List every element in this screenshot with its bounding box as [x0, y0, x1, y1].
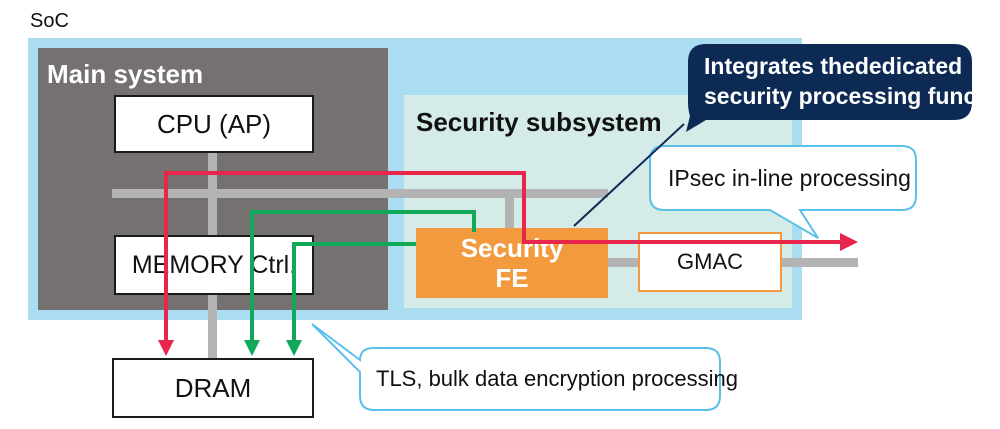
- ipsec-callout: [649, 145, 917, 239]
- red-path: [164, 171, 842, 342]
- red-arrowhead-external: [840, 233, 858, 251]
- ipsec-callout-text: IPsec in-line processing: [668, 165, 911, 191]
- memory-ctrl-block: MEMORY Ctrl.: [114, 235, 314, 295]
- dark-callout-pointer: [573, 123, 685, 227]
- security-fe-label-line1: Security: [460, 233, 564, 263]
- security-subsystem-title: Security subsystem: [416, 107, 662, 137]
- green-arrowhead-2: [286, 340, 302, 356]
- tls-callout-text: TLS, bulk data encryption processing: [376, 366, 738, 391]
- soc-label: SoC: [30, 10, 69, 32]
- integrates-callout-line1: Integrates thededicated: [704, 53, 963, 79]
- green-path-outer: [250, 210, 476, 342]
- system-bus: [112, 189, 608, 198]
- integrates-callout-line2: security processing function: [704, 83, 1000, 109]
- main-system-title: Main system: [47, 59, 204, 89]
- green-arrowhead-1: [244, 340, 260, 356]
- security-fe-block: Security FE: [416, 228, 608, 298]
- tls-callout: [311, 323, 721, 411]
- gmac-external-link: [780, 258, 858, 267]
- dram-bus-stub: [208, 292, 217, 360]
- dram-block: DRAM: [112, 358, 314, 418]
- fe-gmac-link: [606, 258, 640, 267]
- gray-bus-lines: [112, 150, 858, 360]
- red-arrowhead-dram: [158, 340, 174, 356]
- red-path-line: [164, 171, 842, 342]
- green-paths: [250, 210, 476, 342]
- green-path-inner: [292, 242, 416, 342]
- integrates-callout: [686, 44, 972, 132]
- security-fe-label-line2: FE: [495, 263, 529, 293]
- fe-bus-stub: [505, 189, 514, 231]
- cpu-block: CPU (AP): [114, 95, 314, 153]
